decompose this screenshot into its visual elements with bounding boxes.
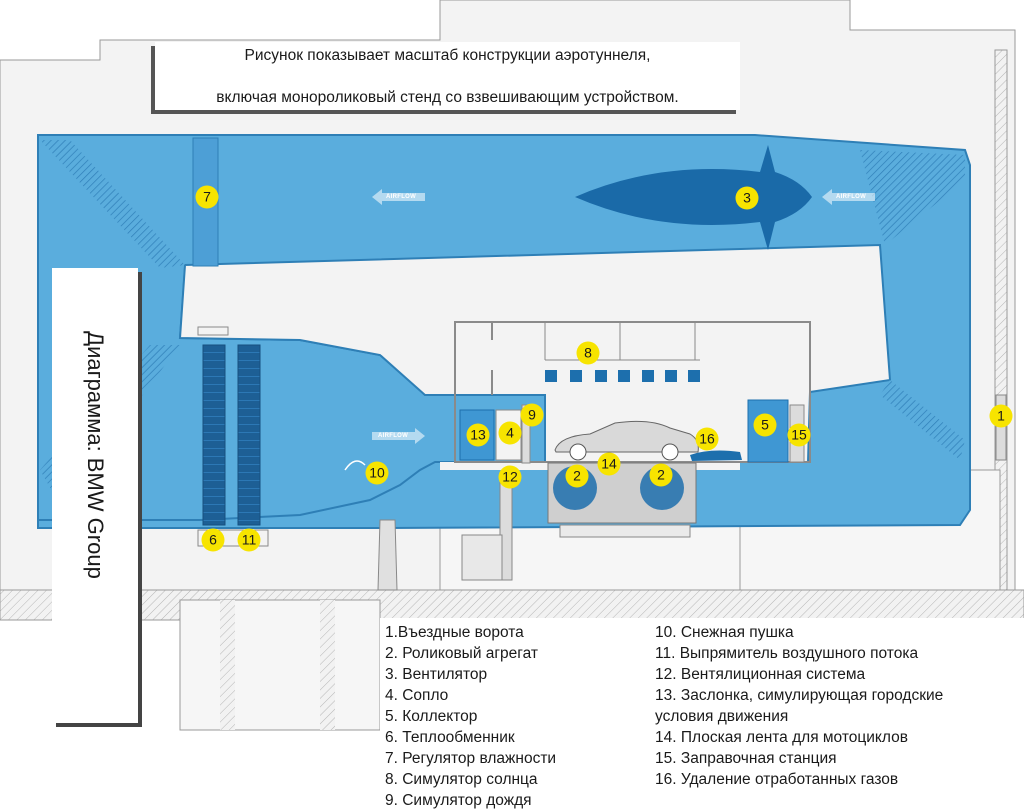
legend-item: 15. Заправочная станция xyxy=(655,750,837,767)
caption-line-1: Рисунок показывает масштаб конструкции а… xyxy=(244,46,651,64)
badge-14: 14 xyxy=(597,452,621,476)
credit-label: Диаграмма: BMW Group xyxy=(83,331,108,579)
legend-item: 10. Снежная пушка xyxy=(655,624,794,641)
legend-item: 8. Симулятор солнца xyxy=(385,771,538,788)
legend-item: 9. Симулятор дождя xyxy=(385,792,532,809)
test-section xyxy=(454,321,811,463)
badge-6: 6 xyxy=(201,528,225,552)
legend-item: 6. Теплообменник xyxy=(385,729,515,746)
caption-box: Рисунок показывает масштаб конструкции а… xyxy=(155,42,740,110)
flow-straightener xyxy=(237,344,261,526)
legend-item: 14. Плоская лента для мотоциклов xyxy=(655,729,908,746)
badge-2-left: 2 xyxy=(565,464,589,488)
legend-item: 1.Въездные ворота xyxy=(385,624,524,641)
badge-4: 4 xyxy=(498,421,522,445)
snow-cannon-icon xyxy=(344,460,398,591)
fan-icon xyxy=(575,145,812,250)
caption-line-2: включая монороликовый стенд со взвешиваю… xyxy=(216,88,679,106)
legend-item: 4. Сопло xyxy=(385,687,449,704)
badge-3: 3 xyxy=(735,186,759,210)
credit-box xyxy=(52,268,138,723)
badge-2-right: 2 xyxy=(649,463,673,487)
badge-10: 10 xyxy=(365,461,389,485)
legend-item: 2. Роликовый агрегат xyxy=(385,645,538,662)
legend-item: условия движения xyxy=(655,708,789,725)
legend-item: 3. Вентилятор xyxy=(385,666,488,683)
badge-15: 15 xyxy=(787,423,811,447)
badge-11: 11 xyxy=(237,528,261,552)
airflow-label: AIRFLOW xyxy=(378,433,409,439)
badge-1: 1 xyxy=(989,404,1013,428)
legend-item: 11. Выпрямитель воздушного потока xyxy=(655,645,919,662)
car-icon xyxy=(554,420,699,461)
legend: 1.Въездные ворота 2. Роликовый агрегат 3… xyxy=(380,618,1024,810)
airflow-label: AIRFLOW xyxy=(386,194,417,200)
badge-13: 13 xyxy=(466,423,490,447)
legend-left-column: 1.Въездные ворота 2. Роликовый агрегат 3… xyxy=(385,622,635,811)
legend-item: 16. Удаление отработанных газов xyxy=(655,771,899,788)
tunnel-loop xyxy=(37,134,971,529)
badge-12: 12 xyxy=(498,465,522,489)
legend-item: 13. Заслонка, симулирующая городские xyxy=(655,687,944,704)
exhaust-extraction-icon xyxy=(690,450,742,461)
ventilation-duct xyxy=(461,479,513,581)
badge-7: 7 xyxy=(195,185,219,209)
entry-gate xyxy=(995,394,1007,461)
legend-item: 12. Вентялиционная система xyxy=(655,666,866,683)
airflow-label: AIRFLOW xyxy=(836,194,867,200)
airflow-arrows xyxy=(372,189,875,444)
legend-item: 7. Регулятор влажности xyxy=(385,750,557,767)
legend-item: 5. Коллектор xyxy=(385,708,478,725)
badge-9: 9 xyxy=(520,403,544,427)
heat-exchanger xyxy=(202,344,226,526)
badge-8: 8 xyxy=(576,341,600,365)
sun-simulator-lamps xyxy=(545,370,700,382)
roller-dyno xyxy=(547,462,697,538)
legend-right-column: 10. Снежная пушка 11. Выпрямитель воздуш… xyxy=(655,622,1020,790)
badge-5: 5 xyxy=(753,413,777,437)
badge-16: 16 xyxy=(695,427,719,451)
